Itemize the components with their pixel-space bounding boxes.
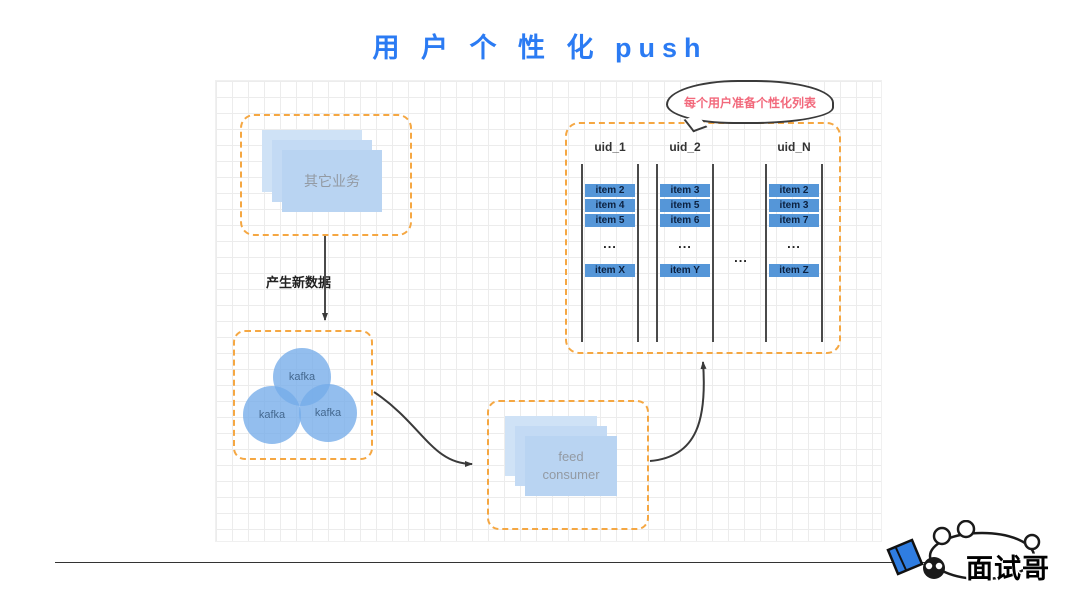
feed-consumer-line2: consumer	[542, 467, 600, 482]
stacked-card-front: feed consumer	[525, 436, 617, 496]
queue-item: item 5	[660, 199, 710, 212]
logo-text: 面试哥	[966, 554, 1050, 584]
callout-bubble: 每个用户准备个性化列表	[666, 80, 834, 133]
bear-ear-icon	[956, 520, 976, 539]
queue-item: item 6	[660, 214, 710, 227]
kafka-node-label: kafka	[288, 371, 316, 383]
book-spine-line	[895, 547, 907, 571]
bear-tail-icon	[1023, 533, 1041, 551]
kafka-node-label: kafka	[258, 409, 286, 421]
personalized-lists-box: uid_1 item 2 item 4 item 5 ... item X ui…	[565, 122, 841, 354]
other-business-box: 其它业务	[240, 114, 412, 236]
queue-item: item 4	[585, 199, 635, 212]
queue-item: item 3	[769, 199, 819, 212]
queue-item: item 2	[585, 184, 635, 197]
queue-column-uid2: uid_2 item 3 item 5 item 6 ... item Y	[656, 140, 714, 342]
other-business-label: 其它业务	[304, 172, 360, 189]
queue-ellipsis: ...	[787, 236, 801, 251]
bear-ear-icon	[932, 526, 952, 546]
queue-item: item 7	[769, 214, 819, 227]
queue-lines: item 2 item 4 item 5 ... item X	[581, 164, 639, 342]
bear-body	[928, 531, 1036, 581]
queue-item: item Y	[660, 264, 710, 277]
queue-header: uid_N	[777, 140, 811, 154]
queue-ellipsis: ...	[678, 236, 692, 251]
feed-consumer-label: feed consumer	[542, 448, 599, 483]
footer-divider	[55, 562, 1025, 563]
queue-column-uidN: uid_N item 2 item 3 item 7 ... item Z	[765, 140, 823, 342]
queue-item: item Z	[769, 264, 819, 277]
queue-column-uid1: uid_1 item 2 item 4 item 5 ... item X	[581, 140, 639, 342]
kafka-cluster-box: kafka kafka kafka	[233, 330, 373, 460]
glasses-lens-icon	[934, 561, 944, 571]
kafka-node-label: kafka	[314, 407, 342, 419]
stacked-card-front: 其它业务	[282, 150, 382, 212]
logo-doodle	[886, 520, 1041, 581]
queue-item: item X	[585, 264, 635, 277]
queues-between-ellipsis: ...	[734, 250, 748, 265]
queue-lines: item 3 item 5 item 6 ... item Y	[656, 164, 714, 342]
kafka-node: kafka	[243, 386, 301, 444]
queue-header: uid_2	[669, 140, 701, 154]
kafka-node: kafka	[299, 384, 357, 442]
queue-item: item 2	[769, 184, 819, 197]
queue-ellipsis: ...	[603, 236, 617, 251]
glasses-lens-icon	[924, 561, 934, 571]
feed-consumer-box: feed consumer	[487, 400, 649, 530]
queue-item: item 5	[585, 214, 635, 227]
page-title: 用 户 个 性 化 push	[372, 33, 708, 63]
queue-header: uid_1	[594, 140, 626, 154]
queue-item: item 3	[660, 184, 710, 197]
feed-consumer-line1: feed	[558, 449, 584, 465]
queue-lines: item 2 item 3 item 7 ... item Z	[765, 164, 823, 342]
produce-new-data-label: 产生新数据	[266, 275, 332, 290]
callout-text: 每个用户准备个性化列表	[683, 95, 816, 110]
brand-logo: 面试哥	[882, 520, 1050, 594]
